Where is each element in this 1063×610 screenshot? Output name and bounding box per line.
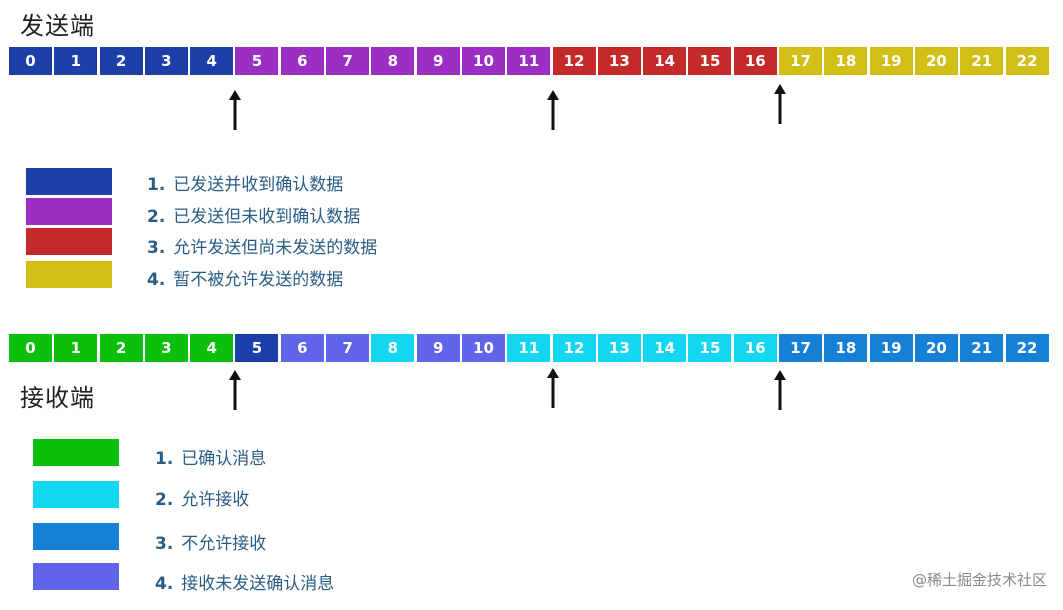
sender-cell-7: 7 <box>326 47 370 75</box>
sender-cell-15: 15 <box>688 47 732 75</box>
receiver-cell-10: 10 <box>461 334 505 362</box>
sender-legend-item-4: 4.暂不被允许发送的数据 <box>147 270 344 290</box>
receiver-cell-21: 21 <box>960 334 1004 362</box>
receiver-cell-15: 15 <box>688 334 732 362</box>
watermark: @稀土掘金技术社区 <box>911 571 1047 589</box>
receiver-legend-item-4: 4.接收未发送确认消息 <box>155 574 335 594</box>
sender-cell-4: 4 <box>190 47 234 75</box>
receiver-legend-swatch-3 <box>33 523 119 550</box>
sender-cell-5: 5 <box>235 47 279 75</box>
sender-arrow-3 <box>774 84 786 124</box>
sender-cell-11: 11 <box>507 47 551 75</box>
sender-cell-8: 8 <box>371 47 415 75</box>
receiver-legend-swatch-1 <box>33 439 119 466</box>
receiver-cell-22: 22 <box>1005 334 1049 362</box>
sender-cell-2: 2 <box>99 47 143 75</box>
sender-cell-16: 16 <box>733 47 777 75</box>
sender-cell-10: 10 <box>461 47 505 75</box>
receiver-cell-14: 14 <box>643 334 687 362</box>
sender-cell-20: 20 <box>914 47 958 75</box>
receiver-cell-9: 9 <box>416 334 460 362</box>
receiver-cell-3: 3 <box>144 334 188 362</box>
sender-arrow-2 <box>547 90 559 130</box>
sender-cell-1: 1 <box>54 47 98 75</box>
receiver-cell-19: 19 <box>869 334 913 362</box>
receiver-cell-7: 7 <box>326 334 370 362</box>
receiver-cell-8: 8 <box>371 334 415 362</box>
sender-cell-3: 3 <box>144 47 188 75</box>
receiver-legend-item-1: 1.已确认消息 <box>155 449 267 469</box>
sender-arrow-1 <box>229 90 241 130</box>
receiver-arrow-3 <box>774 370 786 410</box>
sender-legend-item-2: 2.已发送但未收到确认数据 <box>147 207 361 227</box>
receiver-legend-item-3: 3.不允许接收 <box>155 534 267 554</box>
sender-cell-22: 22 <box>1005 47 1049 75</box>
sender-cell-19: 19 <box>869 47 913 75</box>
receiver-cell-17: 17 <box>779 334 823 362</box>
receiver-arrow-2 <box>547 368 559 408</box>
receiver-cell-18: 18 <box>824 334 868 362</box>
receiver-cell-1: 1 <box>54 334 98 362</box>
sender-legend-swatch-4 <box>26 261 112 288</box>
sender-cell-0: 0 <box>9 47 52 75</box>
receiver-cell-12: 12 <box>552 334 596 362</box>
receiver-legend-swatch-4 <box>33 563 119 590</box>
receiver-cell-16: 16 <box>733 334 777 362</box>
sender-legend-item-3: 3.允许发送但尚未发送的数据 <box>147 238 378 258</box>
sender-legend-swatch-1 <box>26 168 112 195</box>
receiver-cell-5: 5 <box>235 334 279 362</box>
sender-legend-swatch-3 <box>26 228 112 255</box>
sender-cell-9: 9 <box>416 47 460 75</box>
sender-cell-14: 14 <box>643 47 687 75</box>
receiver-arrow-1 <box>229 370 241 410</box>
sender-cell-21: 21 <box>960 47 1004 75</box>
sender-cell-13: 13 <box>597 47 641 75</box>
receiver-legend-item-2: 2.允许接收 <box>155 490 250 510</box>
receiver-cell-4: 4 <box>190 334 234 362</box>
sender-legend-swatch-2 <box>26 198 112 225</box>
receiver-legend-swatch-2 <box>33 481 119 508</box>
sender-cell-12: 12 <box>552 47 596 75</box>
sender-legend-item-1: 1.已发送并收到确认数据 <box>147 175 344 195</box>
receiver-title: 接收端 <box>20 384 95 412</box>
sender-cell-18: 18 <box>824 47 868 75</box>
sender-cell-17: 17 <box>779 47 823 75</box>
sender-title: 发送端 <box>20 12 95 40</box>
receiver-cell-2: 2 <box>99 334 143 362</box>
receiver-cell-20: 20 <box>914 334 958 362</box>
receiver-cell-0: 0 <box>9 334 52 362</box>
receiver-cell-13: 13 <box>597 334 641 362</box>
receiver-cell-11: 11 <box>507 334 551 362</box>
sender-cell-6: 6 <box>280 47 324 75</box>
receiver-cell-6: 6 <box>280 334 324 362</box>
